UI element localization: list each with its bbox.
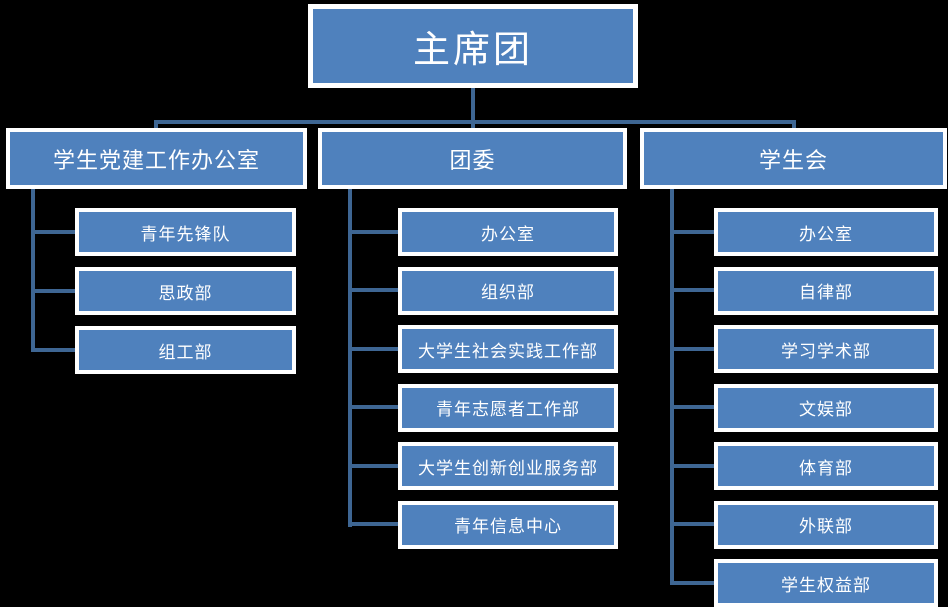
connector-stub: [348, 522, 398, 526]
org-node-youth-volunteer-dept: 青年志愿者工作部: [398, 383, 618, 432]
org-node-innovation-entrepreneurship-dept: 大学生创新创业服务部: [398, 442, 618, 490]
org-node-party-building-office: 学生党建工作办公室: [6, 128, 307, 189]
connector-stub: [670, 230, 714, 234]
connector-left-drop: [154, 120, 158, 128]
connector-branch-bar: [154, 120, 796, 124]
connector-stub: [348, 288, 398, 292]
connector-stub: [348, 230, 398, 234]
org-node-culture-entertainment-dept: 文娱部: [714, 383, 938, 432]
connector-left-trunk: [31, 189, 35, 352]
connector-stub: [31, 289, 75, 293]
org-node-social-practice-dept: 大学生社会实践工作部: [398, 325, 618, 373]
org-node-ideological-political-dept: 思政部: [75, 267, 296, 315]
org-node-org-work-dept: 组工部: [75, 326, 296, 374]
connector-stub: [348, 347, 398, 351]
connector-right-drop: [792, 120, 796, 128]
connector-stub: [31, 230, 75, 234]
org-node-student-union: 学生会: [640, 128, 947, 189]
connector-middle-trunk: [348, 189, 352, 527]
connector-root-drop: [471, 88, 475, 128]
org-node-youth-league-committee: 团委: [318, 128, 627, 189]
connector-stub: [31, 348, 75, 352]
org-node-presidium: 主席团: [308, 4, 638, 88]
org-node-organization-dept: 组织部: [398, 266, 618, 315]
connector-stub: [670, 347, 714, 351]
org-node-external-relations-dept: 外联部: [714, 500, 938, 549]
org-node-student-rights-dept: 学生权益部: [714, 559, 938, 607]
org-node-self-discipline-dept: 自律部: [714, 266, 938, 315]
connector-right-trunk: [670, 189, 674, 585]
connector-stub: [348, 405, 398, 409]
column-youth-league-children: 办公室 组织部 大学生社会实践工作部 青年志愿者工作部 大学生创新创业服务部 青…: [398, 208, 618, 549]
org-node-study-academic-dept: 学习学术部: [714, 325, 938, 373]
connector-stub: [670, 464, 714, 468]
connector-stub: [670, 522, 714, 526]
column-party-building-children: 青年先锋队 思政部 组工部: [75, 208, 296, 374]
org-node-league-office: 办公室: [398, 208, 618, 256]
org-node-youth-pioneer-team: 青年先锋队: [75, 208, 296, 256]
column-student-union-children: 办公室 自律部 学习学术部 文娱部 体育部 外联部 学生权益部: [714, 208, 938, 607]
org-node-sports-dept: 体育部: [714, 442, 938, 490]
org-node-youth-info-center: 青年信息中心: [398, 500, 618, 549]
connector-stub: [670, 288, 714, 292]
org-node-union-office: 办公室: [714, 208, 938, 256]
connector-stub: [670, 405, 714, 409]
connector-stub: [348, 464, 398, 468]
connector-stub: [670, 581, 714, 585]
